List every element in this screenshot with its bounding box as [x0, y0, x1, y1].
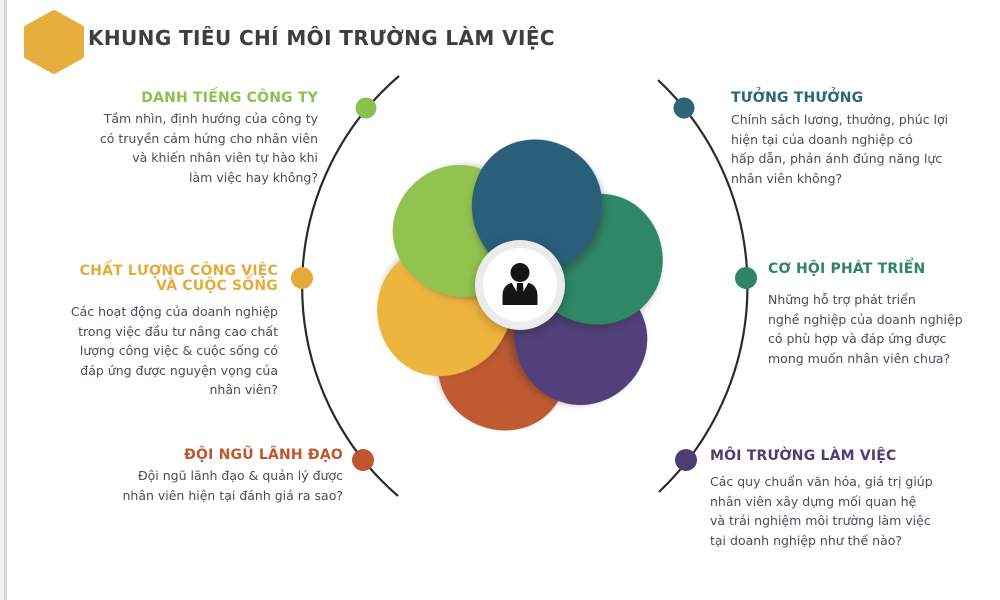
hexagon-icon: [22, 9, 86, 79]
section-body: Các quy chuẩn văn hóa, giá trị giúp nhân…: [710, 472, 995, 550]
body-line: nhân viên?: [209, 382, 278, 397]
body-line: tại doanh nghiệp như thế nào?: [710, 532, 903, 548]
section-body: Đội ngũ lãnh đạo & quản lý được nhân viê…: [83, 466, 343, 505]
section-body: Các hoạt động của doanh nghiệp trong việ…: [18, 302, 278, 400]
section-title: MÔI TRƯỜNG LÀM VIỆC: [710, 448, 897, 464]
section-body: Chính sách lương, thưởng, phúc lợi hiện …: [731, 110, 991, 188]
body-line: đáp ứng được nguyện vọng của: [80, 362, 278, 378]
section-body: Tầm nhìn, định hướng của công ty có truy…: [55, 109, 318, 187]
body-line: Chính sách lương, thưởng, phúc lợi: [731, 112, 949, 127]
section-chat-luong-cong-viec: CHẤT LƯỢNG CÔNG VIỆC VÀ CUỘC SỐNG Các ho…: [18, 264, 278, 400]
body-line: Đội ngũ lãnh đạo & quản lý được: [137, 468, 343, 483]
body-line: mong muốn nhân viên chưa?: [768, 350, 951, 366]
page-title: KHUNG TIÊU CHÍ MÔI TRƯỜNG LÀM VIỆC: [88, 26, 555, 50]
dot-co-hoi-phat-trien: [735, 267, 757, 289]
body-line: hiện tại của doanh nghiệp có: [731, 131, 913, 147]
body-line: Các hoạt động của doanh nghiệp: [70, 304, 278, 319]
body-line: có phù hợp và đáp ứng được: [768, 331, 947, 346]
body-line: nhân viên xây dựng mối quan hệ: [710, 493, 917, 509]
header: KHUNG TIÊU CHÍ MÔI TRƯỜNG LÀM VIỆC: [0, 0, 1000, 80]
dot-tuong-thuong: [673, 97, 695, 119]
body-line: trong việc đầu tư nâng cao chất: [78, 323, 278, 339]
body-line: hấp dẫn, phản ánh đúng năng lực: [731, 151, 943, 166]
body-line: nhân viên không?: [731, 170, 843, 186]
section-title: DANH TIẾNG CÔNG TY: [141, 90, 318, 106]
section-title: CHẤT LƯỢNG CÔNG VIỆC VÀ CUỘC SỐNG: [18, 264, 278, 294]
left-frame-fill: [0, 0, 4, 600]
body-line: nghề nghiệp của doanh nghiệp: [768, 311, 963, 327]
section-doi-ngu-lanh-dao: ĐỘI NGŨ LÃNH ĐẠO Đội ngũ lãnh đạo & quản…: [83, 448, 343, 505]
dot-danh-tieng-cong-ty: [355, 97, 377, 119]
title-line: VÀ CUỘC SỐNG: [156, 278, 278, 294]
body-line: Những hỗ trợ phát triển: [768, 292, 916, 307]
section-title: ĐỘI NGŨ LÃNH ĐẠO: [184, 447, 343, 463]
body-line: Tầm nhìn, định hướng của công ty: [103, 111, 318, 126]
left-frame-border: [4, 0, 7, 600]
body-line: và trải nghiệm môi trường làm việc: [710, 513, 931, 528]
section-danh-tieng-cong-ty: DANH TIẾNG CÔNG TY Tầm nhìn, định hướng …: [55, 91, 318, 187]
section-moi-truong-lam-viec: MÔI TRƯỜNG LÀM VIỆC Các quy chuẩn văn hó…: [710, 449, 995, 550]
section-co-hoi-phat-trien: CƠ HỘI PHÁT TRIỂN Những hỗ trợ phát triể…: [768, 262, 998, 368]
body-line: và khiến nhân viên tự hào khi: [132, 150, 318, 165]
business-person-icon: [502, 263, 538, 305]
section-title: TƯỞNG THƯỞNG: [731, 90, 864, 106]
title-line: CHẤT LƯỢNG CÔNG VIỆC: [79, 263, 278, 279]
section-tuong-thuong: TƯỞNG THƯỞNG Chính sách lương, thưởng, p…: [731, 91, 991, 188]
body-line: nhân viên hiện tại đánh giá ra sao?: [122, 487, 343, 503]
dot-moi-truong-lam-viec: [675, 449, 697, 471]
dot-doi-ngu-lanh-dao: [352, 449, 374, 471]
body-line: làm việc hay không?: [189, 169, 318, 185]
body-line: lượng công việc & cuộc sống có: [79, 343, 278, 358]
hexagon-shape: [24, 10, 84, 74]
section-body: Những hỗ trợ phát triển nghề nghiệp của …: [768, 290, 998, 368]
body-line: Các quy chuẩn văn hóa, giá trị giúp: [710, 474, 933, 489]
section-title: CƠ HỘI PHÁT TRIỂN: [768, 261, 926, 277]
body-line: có truyền cảm hứng cho nhân viên: [99, 130, 318, 146]
dot-chat-luong-cong-viec: [291, 267, 313, 289]
